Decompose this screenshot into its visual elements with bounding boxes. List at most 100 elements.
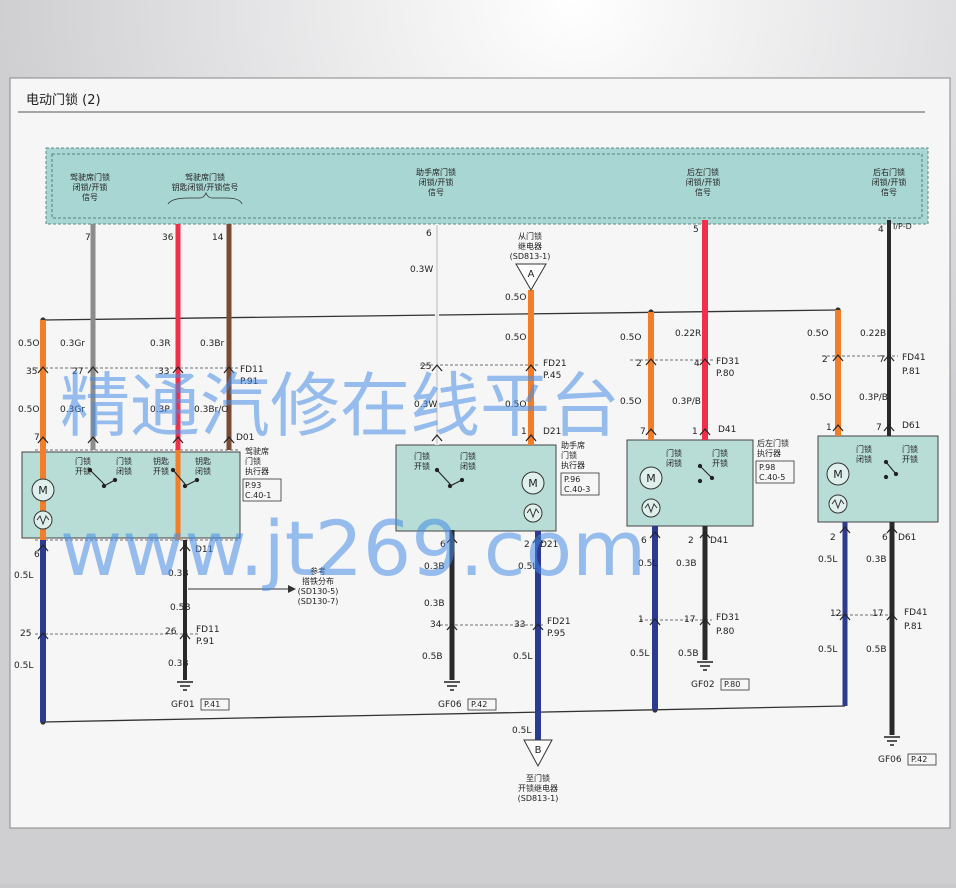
wire-label: 7 bbox=[34, 433, 40, 443]
ground-page-box bbox=[467, 698, 497, 711]
connector-chevron-icon bbox=[223, 436, 235, 444]
wire-label: D61 bbox=[902, 421, 920, 431]
svg-text:M: M bbox=[528, 477, 538, 490]
wire-label: 33 bbox=[158, 367, 169, 377]
connector-b-letter: B bbox=[535, 745, 542, 756]
connector-chevron-icon bbox=[179, 632, 191, 640]
wire-label: 0.5L bbox=[818, 555, 837, 565]
ground-icon bbox=[177, 681, 193, 691]
wire-label: 0.5L bbox=[818, 645, 837, 655]
ground-page: P.41 bbox=[204, 700, 220, 709]
ground-page-box bbox=[200, 698, 230, 711]
connector-chevron-icon bbox=[645, 428, 657, 436]
relay-bottom-3: (SD813-1) bbox=[518, 794, 559, 803]
wire-label: D41 bbox=[710, 536, 728, 546]
wire-label: 0.5L bbox=[14, 661, 33, 671]
wire-label: 36 bbox=[162, 233, 174, 243]
wire-label: 0.5O bbox=[807, 329, 828, 339]
ipd-label: I/P-D bbox=[893, 222, 912, 231]
ground-page-box bbox=[720, 678, 750, 691]
connector-chevron-icon bbox=[532, 536, 544, 544]
ground-ref-2: 搭铁分布 bbox=[302, 576, 334, 586]
page-title: 电动门锁 (2) bbox=[26, 92, 101, 108]
wire-label: P.81 bbox=[902, 367, 920, 377]
actuator-ref: C.40-5 bbox=[759, 473, 785, 482]
relay-top-2: 继电器 bbox=[518, 241, 542, 251]
wire-label: 1 bbox=[521, 427, 527, 437]
actuator-name: 驾驶席 bbox=[245, 446, 269, 456]
bcm-module-box bbox=[45, 147, 929, 225]
sw-label: 开锁 bbox=[712, 458, 728, 468]
wire-label: P.95 bbox=[547, 629, 565, 639]
wire-label: 0.3Br/O bbox=[194, 405, 228, 415]
ref-box bbox=[560, 472, 600, 496]
ground-ref-1: 参考 bbox=[310, 566, 326, 576]
wire-label: P.45 bbox=[543, 371, 561, 381]
sw-label: 闭锁 bbox=[856, 454, 872, 464]
wire-label: FD41 bbox=[904, 608, 928, 618]
wire-label: 0.5O bbox=[505, 293, 526, 303]
wire-label: 0.5O bbox=[505, 400, 526, 410]
sw-label: 钥匙 bbox=[195, 456, 211, 466]
actuator-name: 助手席 bbox=[561, 440, 585, 450]
label-rear-right-2: 闭锁/开锁 bbox=[872, 177, 907, 187]
wire-label: 0.5L bbox=[513, 652, 532, 662]
wire-label: 6 bbox=[882, 533, 888, 543]
sw-label: 门锁 bbox=[414, 451, 430, 461]
wire-label: P.91 bbox=[196, 637, 214, 647]
ref-box bbox=[755, 460, 795, 484]
wire-label: 0.5O bbox=[505, 333, 526, 343]
wire-label: 6 bbox=[440, 540, 446, 550]
sw-label: 开锁 bbox=[75, 466, 91, 476]
svg-text:M: M bbox=[38, 484, 48, 497]
sw-label: 钥匙 bbox=[153, 456, 169, 466]
relay-bottom-2: 开锁继电器 bbox=[518, 783, 558, 793]
ground-icon bbox=[697, 661, 713, 671]
sw-label: 门锁 bbox=[666, 448, 682, 458]
label-passenger-2: 闭锁/开锁 bbox=[419, 177, 454, 187]
label-driver-key-1: 驾驶席门锁 bbox=[185, 172, 225, 182]
wire-label: 0.3Gr bbox=[60, 339, 85, 349]
wire-label: 14 bbox=[212, 233, 224, 243]
sw-label: 门锁 bbox=[75, 456, 91, 466]
ptc-icon bbox=[828, 494, 848, 514]
ground-id: GF01 bbox=[171, 700, 195, 710]
wire-label: FD31 bbox=[716, 613, 740, 623]
wire-label: 0.22B bbox=[860, 329, 886, 339]
sw-label: 门锁 bbox=[460, 451, 476, 461]
wire-label: 0.3P bbox=[150, 405, 170, 415]
wire-label: 25 bbox=[420, 362, 431, 372]
motor-icon: M bbox=[639, 466, 663, 490]
label-driver-signal-1: 驾驶席门锁 bbox=[70, 172, 110, 182]
actuator-name: 后左门锁 bbox=[757, 438, 789, 448]
brace bbox=[167, 191, 243, 205]
sw-label: 闭锁 bbox=[460, 461, 476, 471]
relay-bottom-1: 至门锁 bbox=[526, 773, 550, 783]
connector-chevron-icon bbox=[87, 436, 99, 444]
connector-chevron-icon bbox=[87, 366, 99, 374]
wire-label: 0.5B bbox=[678, 649, 699, 659]
wire-label: FD41 bbox=[902, 353, 926, 363]
actuator-name: 门锁 bbox=[245, 456, 261, 466]
sw-label: 门锁 bbox=[902, 444, 918, 454]
ground-id: GF02 bbox=[691, 680, 715, 690]
wire-label: D21 bbox=[543, 427, 561, 437]
connector-chevron-icon bbox=[699, 618, 711, 626]
connector-chevron-icon bbox=[883, 424, 895, 432]
wire-label: 1 bbox=[692, 427, 698, 437]
actuator-ref: P.96 bbox=[564, 475, 580, 484]
wire-label: FD31 bbox=[716, 357, 740, 367]
wire-label: 0.5O bbox=[810, 393, 831, 403]
connector-chevron-icon bbox=[37, 436, 49, 444]
connector-chevron-icon bbox=[832, 354, 844, 362]
connector-chevron-icon bbox=[37, 632, 49, 640]
wire-label: 35 bbox=[26, 367, 37, 377]
connector-chevron-icon bbox=[37, 544, 49, 552]
wire-label: 0.3P/B bbox=[859, 393, 888, 403]
sw-label: 开锁 bbox=[902, 454, 918, 464]
svg-text:M: M bbox=[646, 472, 656, 485]
sw-label: 门锁 bbox=[712, 448, 728, 458]
wire-label: 7 bbox=[85, 233, 91, 243]
wire-label: 6 bbox=[34, 550, 40, 560]
